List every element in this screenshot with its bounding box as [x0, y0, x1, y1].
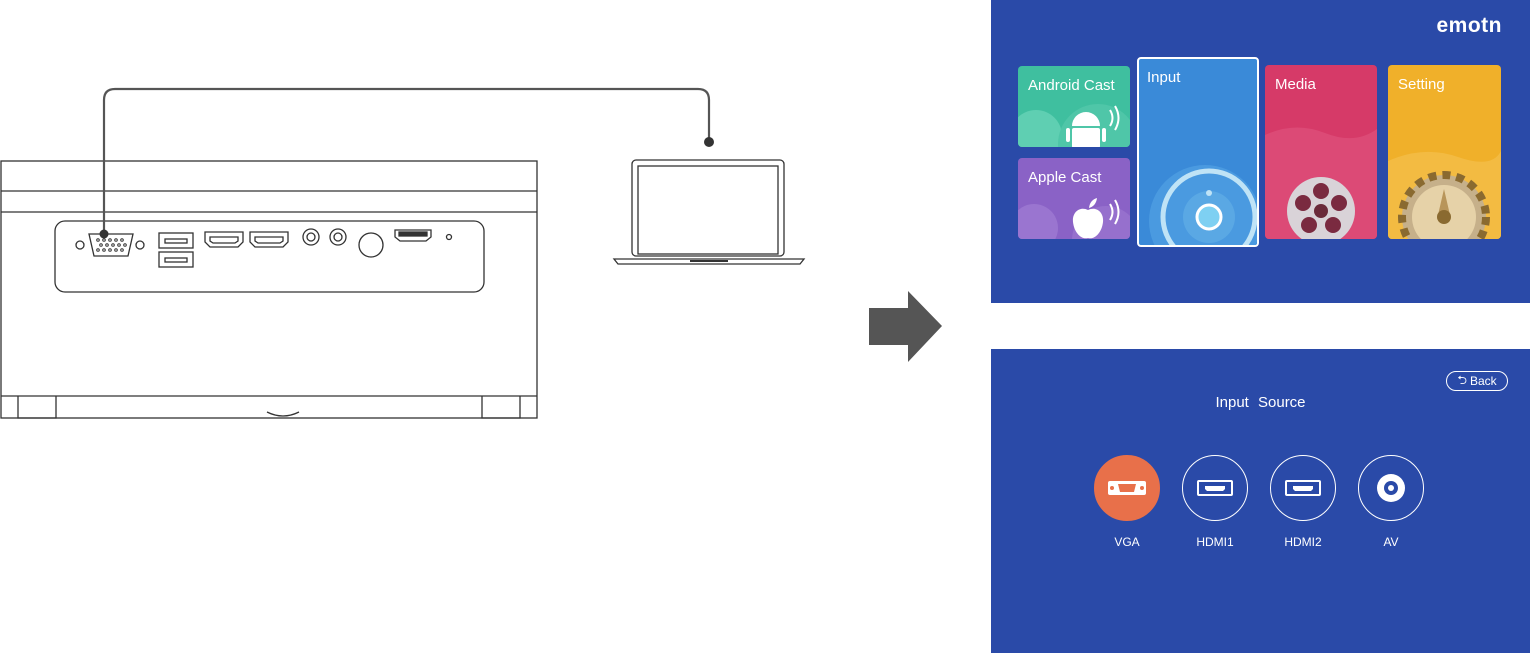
- brand-logo: emotn: [1436, 14, 1502, 37]
- source-label: VGA: [1114, 535, 1140, 549]
- hdmi-icon: [1197, 480, 1233, 496]
- input-source-screen: ⮌ Back Input Source VGA HDMI1: [991, 349, 1530, 653]
- tile-input[interactable]: Input: [1137, 57, 1259, 247]
- input-source-title: Input Source: [1215, 394, 1306, 411]
- projector-illustration: [0, 160, 538, 419]
- back-button[interactable]: ⮌ Back: [1446, 371, 1508, 391]
- source-label: AV: [1383, 535, 1399, 549]
- tile-media[interactable]: Media: [1265, 65, 1377, 239]
- input-disc-icon: [1160, 168, 1257, 245]
- home-screen: emotn Android Cast Apple Cast: [991, 0, 1530, 303]
- tile-label: Media: [1275, 76, 1316, 93]
- tile-label: Apple Cast: [1028, 169, 1102, 186]
- tile-label: Input: [1147, 69, 1181, 86]
- gear-icon: [1398, 171, 1490, 239]
- av-icon: [1377, 474, 1405, 502]
- source-label: HDMI2: [1284, 535, 1322, 549]
- tile-label: Setting: [1398, 76, 1445, 93]
- hdmi-ports: [204, 231, 289, 248]
- hdmi-icon: [1285, 480, 1321, 496]
- laptop-illustration: [612, 159, 806, 265]
- usb-ports: [158, 232, 194, 268]
- back-label: Back: [1469, 374, 1497, 388]
- film-reel-icon: [1287, 177, 1355, 239]
- tile-label: Android Cast: [1028, 77, 1115, 94]
- source-av[interactable]: AV: [1358, 455, 1424, 549]
- back-arrow-icon: ⮌: [1457, 372, 1467, 387]
- tile-apple-cast[interactable]: Apple Cast: [1018, 158, 1130, 239]
- source-vga[interactable]: VGA: [1094, 455, 1160, 549]
- apple-icon: [1072, 198, 1104, 239]
- tile-android-cast[interactable]: Android Cast: [1018, 66, 1130, 147]
- source-hdmi1[interactable]: HDMI1: [1182, 455, 1248, 549]
- arrow-right-icon: [869, 291, 942, 362]
- tile-setting[interactable]: Setting: [1388, 65, 1501, 239]
- vga-cable: [102, 87, 711, 231]
- source-hdmi2[interactable]: HDMI2: [1270, 455, 1336, 549]
- connection-diagram: [0, 87, 942, 419]
- vga-port: [75, 233, 145, 257]
- android-icon: [1066, 112, 1106, 147]
- vga-icon: [1108, 481, 1146, 495]
- source-label: HDMI1: [1196, 535, 1234, 549]
